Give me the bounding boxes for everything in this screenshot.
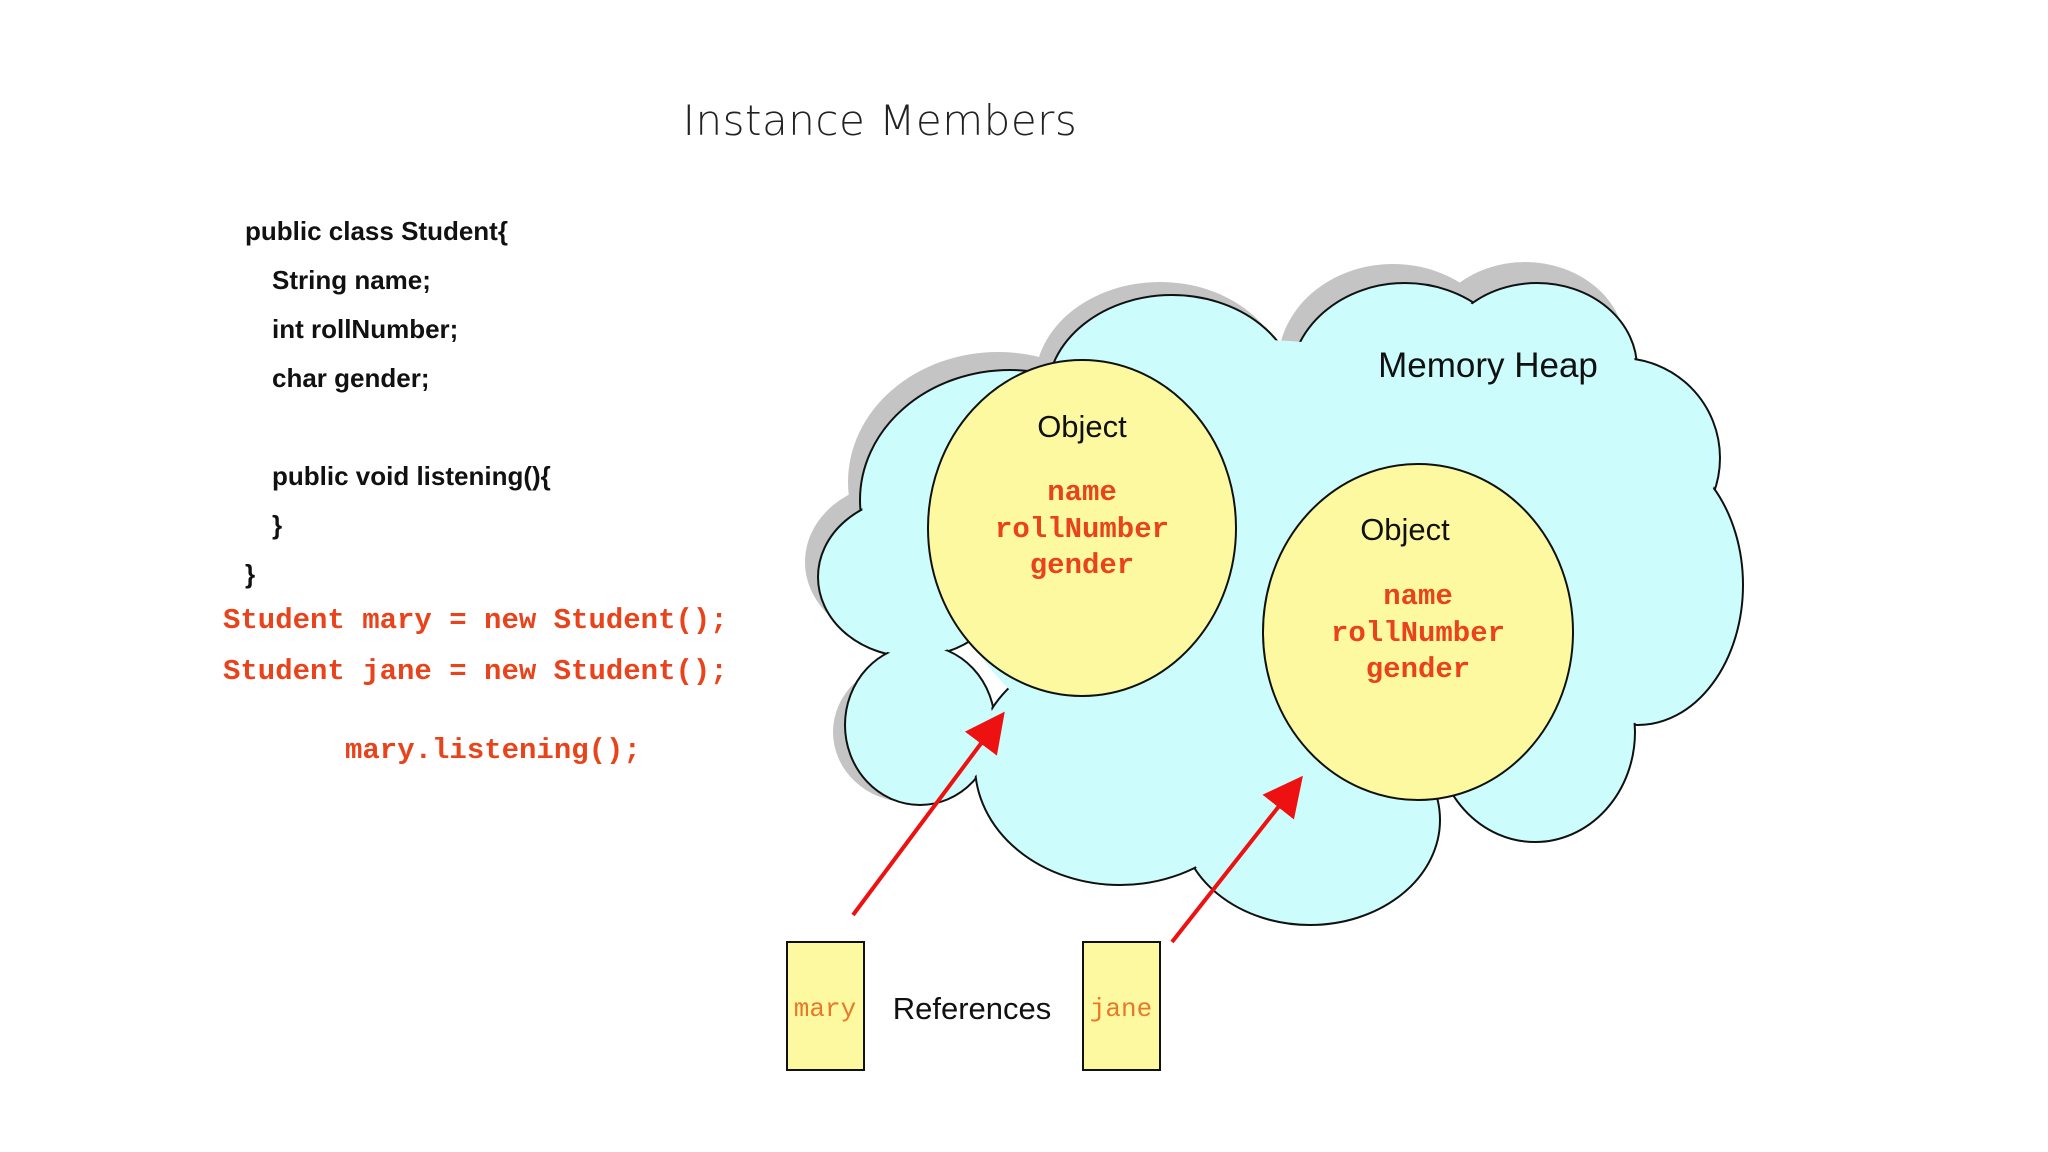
object-jane-field-gender: gender — [1366, 653, 1470, 686]
reference-jane-label: jane — [1090, 994, 1152, 1024]
object-mary: Object name rollNumber gender — [927, 359, 1237, 697]
arrow-mary-reference — [851, 711, 1005, 917]
code-method-declaration: public void listening(){ — [272, 461, 551, 491]
object-mary-field-name: name — [1047, 476, 1117, 509]
object-mary-field-rollnumber: rollNumber — [995, 513, 1169, 546]
code-method-close-brace: } — [272, 510, 283, 540]
arrow-jane-reference — [1170, 775, 1303, 944]
code-field-name: String name; — [272, 265, 431, 295]
slide-title: Instance Members — [682, 96, 1078, 145]
object-jane-field-rollnumber: rollNumber — [1331, 617, 1505, 650]
object-jane-title: Object — [1360, 512, 1450, 547]
code-class-declaration: public class Student{ — [245, 216, 508, 246]
object-jane-field-name: name — [1383, 580, 1453, 613]
code-new-mary: Student mary = new Student(); — [223, 604, 728, 637]
object-mary-field-gender: gender — [1030, 549, 1134, 582]
reference-mary-label: mary — [794, 994, 856, 1024]
code-new-jane: Student jane = new Student(); — [223, 655, 728, 688]
object-jane: Object name rollNumber gender — [1262, 463, 1574, 801]
reference-jane: jane — [1082, 941, 1161, 1071]
code-field-gender: char gender; — [272, 363, 430, 393]
code-field-rollnumber: int rollNumber; — [272, 314, 459, 344]
code-class-close-brace: } — [245, 559, 256, 589]
reference-mary: mary — [786, 941, 865, 1071]
references-label: References — [893, 991, 1052, 1026]
code-mary-listening: mary.listening(); — [345, 734, 641, 767]
memory-heap-label: Memory Heap — [1378, 346, 1598, 385]
object-mary-title: Object — [1037, 409, 1127, 444]
